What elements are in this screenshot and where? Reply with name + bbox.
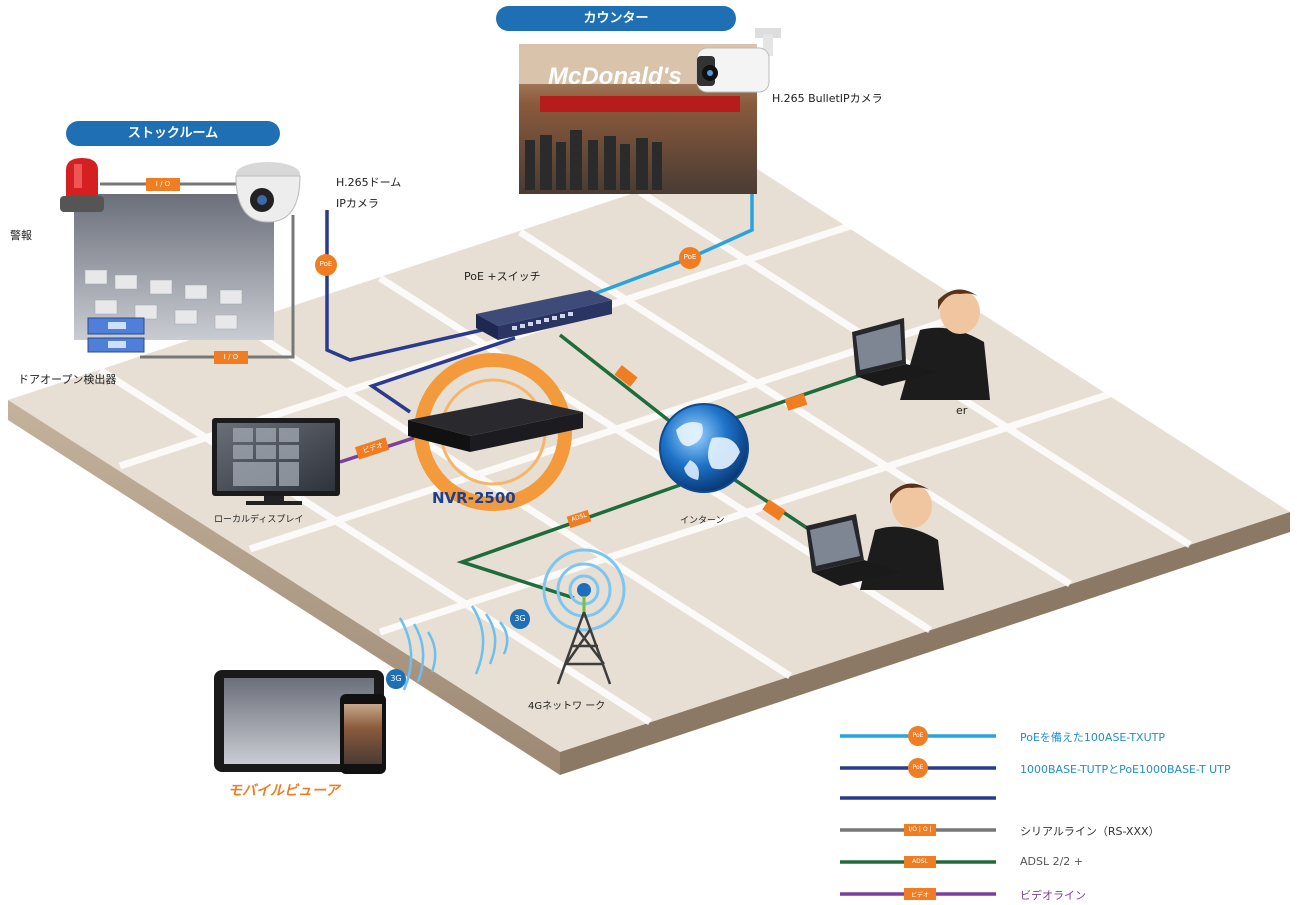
dome-camera-label-line1: H.265ドーム	[336, 176, 402, 189]
legend-item-gigabit: 1000BASE-TUTPとPoE1000BASE-T UTP	[1020, 763, 1231, 776]
poe-switch	[476, 290, 612, 340]
line-tags	[146, 178, 808, 689]
io-tag-bottom: I / O	[223, 353, 239, 361]
3g-badge-tower: 3G	[514, 614, 526, 623]
poe-switch-label: PoE +スイッチ	[464, 270, 541, 283]
wireless-signal	[398, 605, 509, 691]
mobile-devices	[214, 670, 386, 774]
cell-tower	[542, 548, 626, 685]
counter-photo: McDonald's	[519, 44, 757, 194]
door-detector	[87, 317, 145, 353]
stockroom-photo	[74, 194, 274, 340]
local-display-label: ローカルディスプレイ	[214, 515, 304, 525]
tower-label: 4Gネットワ ーク	[528, 701, 606, 712]
legend-item-poe100: PoEを備えた100ASE-TXUTP	[1020, 731, 1165, 744]
remote-user-2	[806, 483, 944, 590]
mobile-viewer-label: モバイルビューア	[228, 783, 340, 799]
legend-tag-2: PoE	[912, 764, 924, 771]
dome-camera	[235, 162, 301, 223]
remote-user-1	[852, 289, 990, 400]
poe-tag-bullet: PoE	[683, 253, 697, 261]
local-display-monitor	[212, 418, 340, 505]
legend-item-serial: シリアルライン（RS-XXX）	[1020, 825, 1160, 838]
nvr-label: NVR-2500	[432, 489, 516, 507]
door-detector-label: ドアオープン検出器	[18, 373, 117, 386]
nvr-device	[408, 353, 583, 511]
counter-section-header: カウンター	[496, 6, 736, 31]
legend-tag-6: ビデオ	[910, 892, 929, 899]
alarm-siren	[60, 158, 104, 212]
dome-camera-label-line2: IPカメラ	[336, 197, 379, 210]
legend-item-video: ビデオライン	[1020, 889, 1086, 902]
store-sign: McDonald's	[548, 63, 682, 90]
internet-label: インターン	[680, 516, 725, 526]
legend-item-adsl: ADSL 2/2 +	[1020, 855, 1084, 868]
bullet-camera-label: H.265 BulletIPカメラ	[772, 92, 883, 105]
legend-lines	[840, 726, 996, 900]
legend-tag-1: PoE	[912, 732, 924, 739]
poe-tag-dome: PoE	[319, 260, 333, 268]
alarm-label: 警報	[10, 229, 32, 242]
stockroom-section-header: ストックルーム	[66, 121, 280, 146]
legend-tag-4: I/O | O |	[908, 826, 932, 833]
internet-globe	[659, 403, 749, 493]
bullet-camera	[696, 28, 781, 93]
3g-badge-mobile: 3G	[390, 674, 402, 683]
remote-user-label: er	[956, 404, 968, 417]
io-tag-top: I / O	[155, 180, 171, 188]
legend-tag-5: ADSL	[912, 858, 928, 865]
